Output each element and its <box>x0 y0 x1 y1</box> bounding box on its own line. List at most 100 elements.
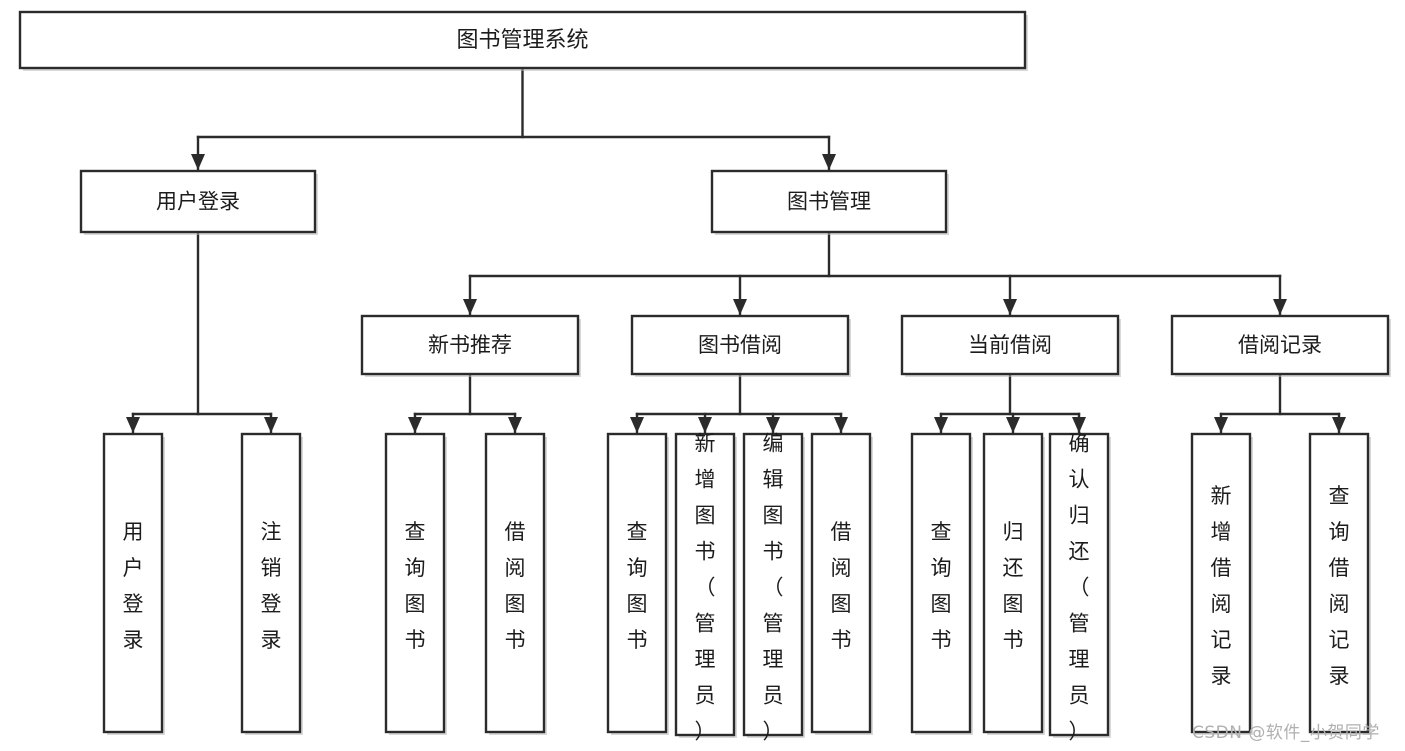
svg-text:录: 录 <box>1329 664 1350 688</box>
node-box-borrow_record[interactable] <box>1170 314 1390 376</box>
node-box-leaf-borrow-book-2[interactable] <box>810 432 872 734</box>
arrow-head-icon-leaf-3-0 <box>934 417 948 433</box>
svg-text:还: 还 <box>1069 540 1090 564</box>
svg-text:管: 管 <box>1069 612 1090 636</box>
node-box-leaf-edit-book[interactable] <box>742 432 804 737</box>
svg-text:询: 询 <box>405 556 426 580</box>
svg-text:用: 用 <box>123 520 144 544</box>
svg-text:认: 认 <box>1069 468 1090 492</box>
svg-text:借: 借 <box>505 520 526 544</box>
arrow-head-icon-leaf-3-1 <box>1006 417 1020 433</box>
node-box-new_book_rec[interactable] <box>360 314 580 376</box>
svg-text:登: 登 <box>123 592 144 616</box>
node-box-current_borrow[interactable] <box>900 314 1120 376</box>
svg-text:记: 记 <box>1211 628 1232 652</box>
arrow-head-icon-level3-2 <box>1003 299 1017 315</box>
svg-text:图: 图 <box>831 592 852 616</box>
svg-text:户: 户 <box>123 556 144 580</box>
arrow-head-icon-level3-0 <box>463 299 477 315</box>
svg-text:）: ） <box>1069 720 1090 744</box>
svg-text:（: （ <box>695 576 716 600</box>
svg-text:借: 借 <box>1211 556 1232 580</box>
node-box-user_login[interactable] <box>79 169 317 234</box>
svg-text:图: 图 <box>931 592 952 616</box>
svg-text:理: 理 <box>763 648 784 672</box>
node-box-leaf-add-book[interactable] <box>674 432 736 737</box>
svg-text:员: 员 <box>1069 684 1090 708</box>
arrow-head-icon-level3-1 <box>733 299 747 315</box>
node-box-root[interactable] <box>18 10 1027 70</box>
node-box-leaf-query-record[interactable] <box>1308 432 1370 734</box>
node-box-book_manage[interactable] <box>710 169 948 234</box>
node-box-leaf-logout-login[interactable] <box>240 432 302 734</box>
svg-text:书: 书 <box>627 628 648 652</box>
svg-text:（: （ <box>1069 576 1090 600</box>
svg-text:员: 员 <box>695 684 716 708</box>
node-box-leaf-query-book-1[interactable] <box>384 432 446 734</box>
node-label-book_borrow: 图书借阅 <box>698 333 782 357</box>
svg-text:录: 录 <box>1211 664 1232 688</box>
svg-text:录: 录 <box>123 628 144 652</box>
svg-text:阅: 阅 <box>505 556 526 580</box>
node-box-leaf-confirm-return[interactable] <box>1048 432 1110 737</box>
arrow-head-icon-leaf-2-2 <box>766 417 780 433</box>
svg-text:登: 登 <box>261 592 282 616</box>
svg-text:图: 图 <box>1003 592 1024 616</box>
svg-text:图: 图 <box>505 592 526 616</box>
node-box-book_borrow[interactable] <box>630 314 850 376</box>
svg-text:借: 借 <box>1329 556 1350 580</box>
svg-text:）: ） <box>695 720 716 744</box>
svg-text:增: 增 <box>695 468 716 492</box>
svg-text:图: 图 <box>405 592 426 616</box>
svg-text:查: 查 <box>931 520 952 544</box>
svg-text:）: ） <box>763 720 784 744</box>
svg-text:图: 图 <box>695 504 716 528</box>
node-label-current_borrow: 当前借阅 <box>968 333 1052 357</box>
arrow-head-icon-leaf-4-1 <box>1332 417 1346 433</box>
node-box-leaf-query-book-2[interactable] <box>606 432 668 734</box>
svg-text:查: 查 <box>627 520 648 544</box>
svg-text:书: 书 <box>831 628 852 652</box>
svg-text:辑: 辑 <box>763 468 784 492</box>
svg-text:书: 书 <box>931 628 952 652</box>
svg-text:书: 书 <box>763 540 784 564</box>
node-box-leaf-add-record[interactable] <box>1190 432 1252 734</box>
node-box-leaf-user-login[interactable] <box>102 432 164 734</box>
arrow-head-icon-leaf-2-0 <box>630 417 644 433</box>
svg-text:还: 还 <box>1003 556 1024 580</box>
node-label-leaf-user-login: 用户登录 <box>123 520 144 652</box>
svg-text:理: 理 <box>1069 648 1090 672</box>
arrow-head-icon-leaf-4-0 <box>1214 417 1228 433</box>
svg-text:书: 书 <box>505 628 526 652</box>
svg-text:阅: 阅 <box>831 556 852 580</box>
arrow-head-icon-leaf-1-1 <box>508 417 522 433</box>
svg-text:查: 查 <box>405 520 426 544</box>
svg-text:归: 归 <box>1003 520 1024 544</box>
svg-text:管: 管 <box>695 612 716 636</box>
arrow-head-icon-leaf-3-2 <box>1072 417 1086 433</box>
node-box-leaf-query-book-3[interactable] <box>910 432 972 734</box>
node-box-leaf-return-book[interactable] <box>982 432 1044 734</box>
node-box-leaf-borrow-book-1[interactable] <box>484 432 546 734</box>
svg-text:询: 询 <box>931 556 952 580</box>
arrow-head-icon-leaf-0-1 <box>264 417 278 433</box>
svg-text:录: 录 <box>261 628 282 652</box>
svg-text:书: 书 <box>695 540 716 564</box>
svg-text:新: 新 <box>695 432 716 456</box>
svg-text:询: 询 <box>627 556 648 580</box>
node-label-new_book_rec: 新书推荐 <box>428 333 512 357</box>
svg-text:查: 查 <box>1329 484 1350 508</box>
